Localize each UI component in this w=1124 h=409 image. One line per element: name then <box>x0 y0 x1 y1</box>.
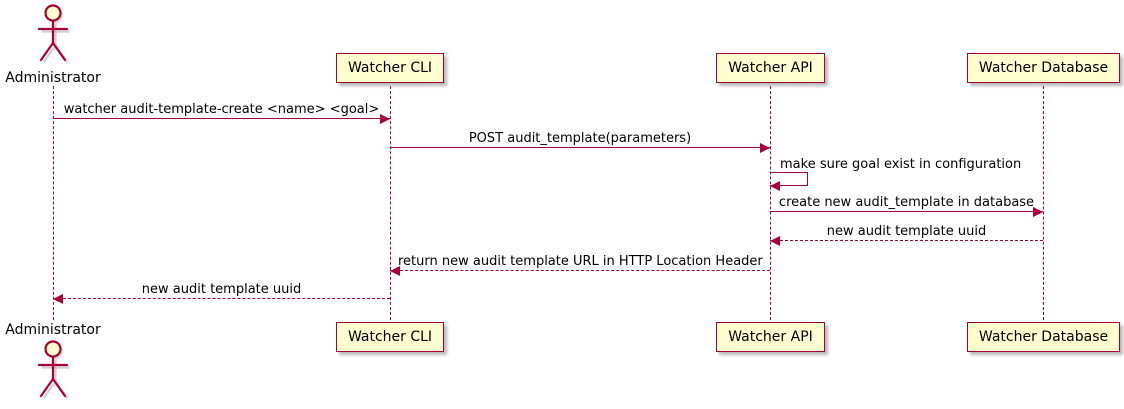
message-line-4 <box>770 211 1043 212</box>
message-label-6: return new audit template URL in HTTP Lo… <box>398 254 763 269</box>
lifeline-watcher-cli <box>390 86 391 320</box>
participant-label-administrator: Administrator <box>5 70 101 86</box>
participant-box-bottom-watcher-database[interactable]: Watcher Database <box>967 322 1120 352</box>
message-line-7 <box>53 298 390 299</box>
message-line-1 <box>53 118 390 119</box>
message-line-6 <box>390 270 770 271</box>
participant-box-watcher-database[interactable]: Watcher Database <box>967 53 1120 83</box>
participant-box-bottom-watcher-cli[interactable]: Watcher CLI <box>336 322 444 352</box>
actor-figure-administrator <box>31 4 75 66</box>
lifeline-watcher-database <box>1043 86 1044 320</box>
message-arrowhead-6 <box>390 265 400 276</box>
message-arrowhead-7 <box>53 293 63 304</box>
participant-box-bottom-watcher-api[interactable]: Watcher API <box>716 322 825 352</box>
participant-box-watcher-cli[interactable]: Watcher CLI <box>336 53 444 83</box>
message-arrowhead-4 <box>1033 206 1043 217</box>
participant-box-watcher-api[interactable]: Watcher API <box>716 53 825 83</box>
message-arrowhead-3 <box>770 181 780 191</box>
message-label-4: create new audit_template in database <box>778 195 1035 210</box>
message-arrowhead-5 <box>770 235 780 246</box>
participant-label-bottom-administrator: Administrator <box>5 322 101 338</box>
lifeline-administrator <box>53 86 54 320</box>
message-label-5: new audit template uuid <box>826 224 987 239</box>
message-label-1: watcher audit-template-create <name> <go… <box>63 102 380 117</box>
actor-figure-administrator-bottom <box>31 340 75 402</box>
message-line-2 <box>390 147 770 148</box>
message-line-5 <box>770 240 1043 241</box>
message-label-3: make sure goal exist in configuration <box>780 157 1022 172</box>
message-arrowhead-1 <box>380 113 390 124</box>
lifeline-watcher-api <box>770 86 771 320</box>
message-self-loop-3 <box>770 172 808 186</box>
message-arrowhead-2 <box>760 142 770 153</box>
message-label-7: new audit template uuid <box>141 282 302 297</box>
message-label-2: POST audit_template(parameters) <box>468 131 692 146</box>
